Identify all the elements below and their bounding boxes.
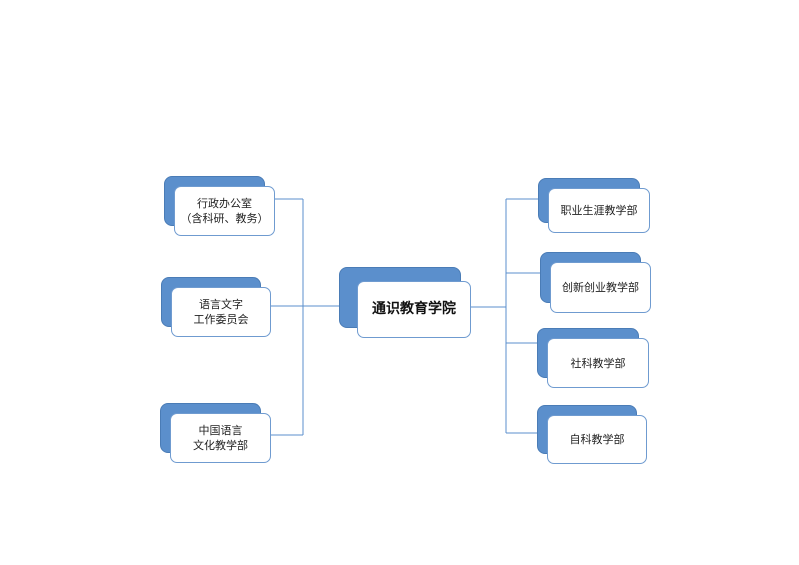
node-card: 创新创业教学部 xyxy=(550,262,651,313)
node-left-2: 语言文字 工作委员会 xyxy=(161,277,271,337)
node-right-2: 创新创业教学部 xyxy=(540,252,651,313)
node-card: 行政办公室 （含科研、教务） xyxy=(174,186,275,236)
node-card: 社科教学部 xyxy=(547,338,649,388)
node-center-label: 通识教育学院 xyxy=(372,301,456,317)
node-card: 中国语言 文化教学部 xyxy=(170,413,271,463)
node-left-3-line-1: 中国语言 xyxy=(198,424,243,437)
node-left-1: 行政办公室 （含科研、教务） xyxy=(164,176,275,236)
node-right-4-label: 自科教学部 xyxy=(569,433,625,446)
node-right-1: 职业生涯教学部 xyxy=(538,178,650,233)
node-right-3-label: 社科教学部 xyxy=(570,356,626,370)
node-card: 自科教学部 xyxy=(547,415,647,464)
node-right-3: 社科教学部 xyxy=(537,328,649,388)
node-left-3-line-2: 文化教学部 xyxy=(193,439,248,452)
node-right-1-label: 职业生涯教学部 xyxy=(560,204,638,217)
node-left-1-line-1: 行政办公室 xyxy=(197,197,252,210)
node-center: 通识教育学院 xyxy=(339,267,471,338)
node-right-4: 自科教学部 xyxy=(537,405,647,464)
node-left-1-line-2: （含科研、教务） xyxy=(180,212,269,225)
node-left-2-line-1: 语言文字 xyxy=(199,298,243,311)
node-card: 通识教育学院 xyxy=(357,281,471,338)
node-card: 语言文字 工作委员会 xyxy=(171,287,271,337)
node-card: 职业生涯教学部 xyxy=(548,188,650,233)
node-left-3: 中国语言 文化教学部 xyxy=(160,403,271,463)
node-right-2-label: 创新创业教学部 xyxy=(562,281,639,294)
node-left-2-line-2: 工作委员会 xyxy=(193,313,249,326)
